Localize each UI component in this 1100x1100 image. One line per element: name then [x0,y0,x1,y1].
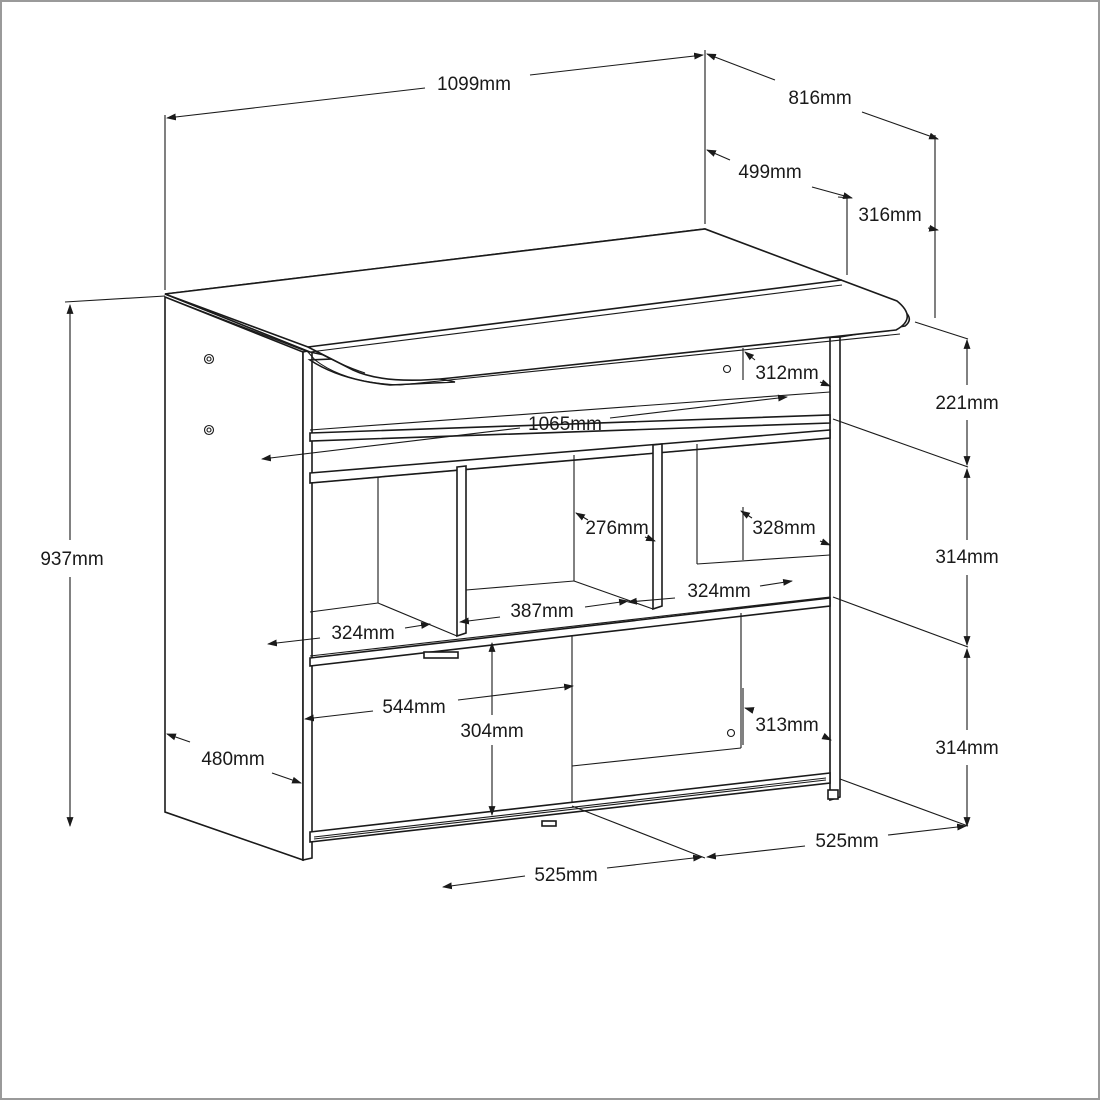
upper-shelf-back [309,391,831,431]
lower-shelf [309,597,831,667]
divider-right [652,443,663,611]
dim-1099-label: 1099mm [437,74,511,95]
dim-314-mid-label: 314mm [935,547,998,568]
dim-525-right-line [706,845,806,860]
hole-inner-icon [206,427,212,433]
ext-line [164,811,304,861]
dim-324-left-line [404,621,431,629]
dim-324-right-line [627,597,676,605]
ext-line [832,596,969,648]
desk-top-split-edge [309,284,843,353]
dim-324-right-line [759,578,793,587]
dim-525-front-label: 525mm [534,865,597,886]
lower-floor [571,747,742,767]
divider-left [456,465,467,638]
rail-foot [541,820,557,827]
dim-525-front-line [442,875,526,890]
ext-line [832,418,969,468]
hole-icon [203,353,215,365]
dim-816-label: 816mm [788,88,851,109]
dim-525-right-label: 525mm [815,831,878,852]
dim-276-line [575,512,589,521]
dim-313-line [744,707,755,714]
desk-body [164,228,911,862]
dim-221-label: 221mm [935,393,998,414]
dim-1065-line [609,394,788,419]
dim-816-line [861,111,939,140]
post-foot [827,789,839,800]
desk-top-split [307,279,843,348]
ext-line [64,295,166,303]
dim-314-low-label: 314mm [935,738,998,759]
cubby-floor-mid [465,580,575,591]
middle-shelf-edge [309,437,831,484]
dim-324-left-line [267,637,321,647]
hole-icon [726,728,736,738]
dim-1065-line [261,427,521,462]
dim-1065-label: 1065mm [528,414,602,435]
cubby-floor-left [309,602,379,613]
lower-shelf-top [309,596,831,657]
left-panel-edge [302,349,313,861]
dim-544-line [304,710,374,722]
dim-316-tick [837,196,851,199]
bottom-rail-slot [313,777,827,838]
dim-480-line [271,772,302,784]
dim-276-label: 276mm [585,518,648,539]
dim-525-right-line [887,823,967,836]
dim-328-line [819,538,831,546]
dim-313-line [821,732,832,741]
right-post [829,336,841,802]
bottom-rail-slot [313,779,827,840]
dim-313-label: 313mm [755,715,818,736]
hole-icon [722,364,732,374]
dim-324-left-label: 324mm [331,623,394,644]
dim-276-line [644,534,656,542]
dim-387-line [459,616,501,625]
dim-328-line [740,510,753,519]
dim-316-line [927,224,939,232]
left-side-panel [164,295,304,862]
dim-324-right-label: 324mm [687,581,750,602]
cubby-floor-right [696,554,831,565]
dim-480-line [166,733,191,743]
dim-316-label: 316mm [858,205,921,226]
dim-525-front-line [606,854,703,869]
dimension-labels: 1099mm 816mm 499mm 316mm 221mm 312mm 106… [40,74,998,886]
dim-544-label: 544mm [382,697,445,718]
desk-top-front-edge [164,296,901,386]
hole-inner-icon [206,356,212,362]
hole-icon [203,424,215,436]
dim-499-line [706,149,731,161]
upper-shelf [309,414,831,442]
dim-499-line [811,186,853,199]
dim-816-line [706,53,776,81]
dim-937-label: 937mm [40,549,103,570]
dim-312-line [744,351,756,361]
dim-1099-line [529,52,704,76]
dim-304-label: 304mm [460,721,523,742]
dim-387-line [584,598,629,608]
shelf-clip [423,651,459,659]
dim-480-label: 480mm [201,749,264,770]
divider-left-floor [377,602,458,637]
dim-544-line [457,683,574,701]
dim-1099-line [166,87,426,121]
ext-line [914,321,969,340]
divider-right-floor [573,580,654,610]
desk-curve [307,346,366,374]
dim-312-label: 312mm [755,363,818,384]
ext-line [571,805,706,859]
dim-387-label: 387mm [510,601,573,622]
dimension-lines [64,50,971,890]
dim-312-line [819,379,831,387]
ext-line [839,778,969,827]
dim-328-label: 328mm [752,518,815,539]
dim-499-label: 499mm [738,162,801,183]
